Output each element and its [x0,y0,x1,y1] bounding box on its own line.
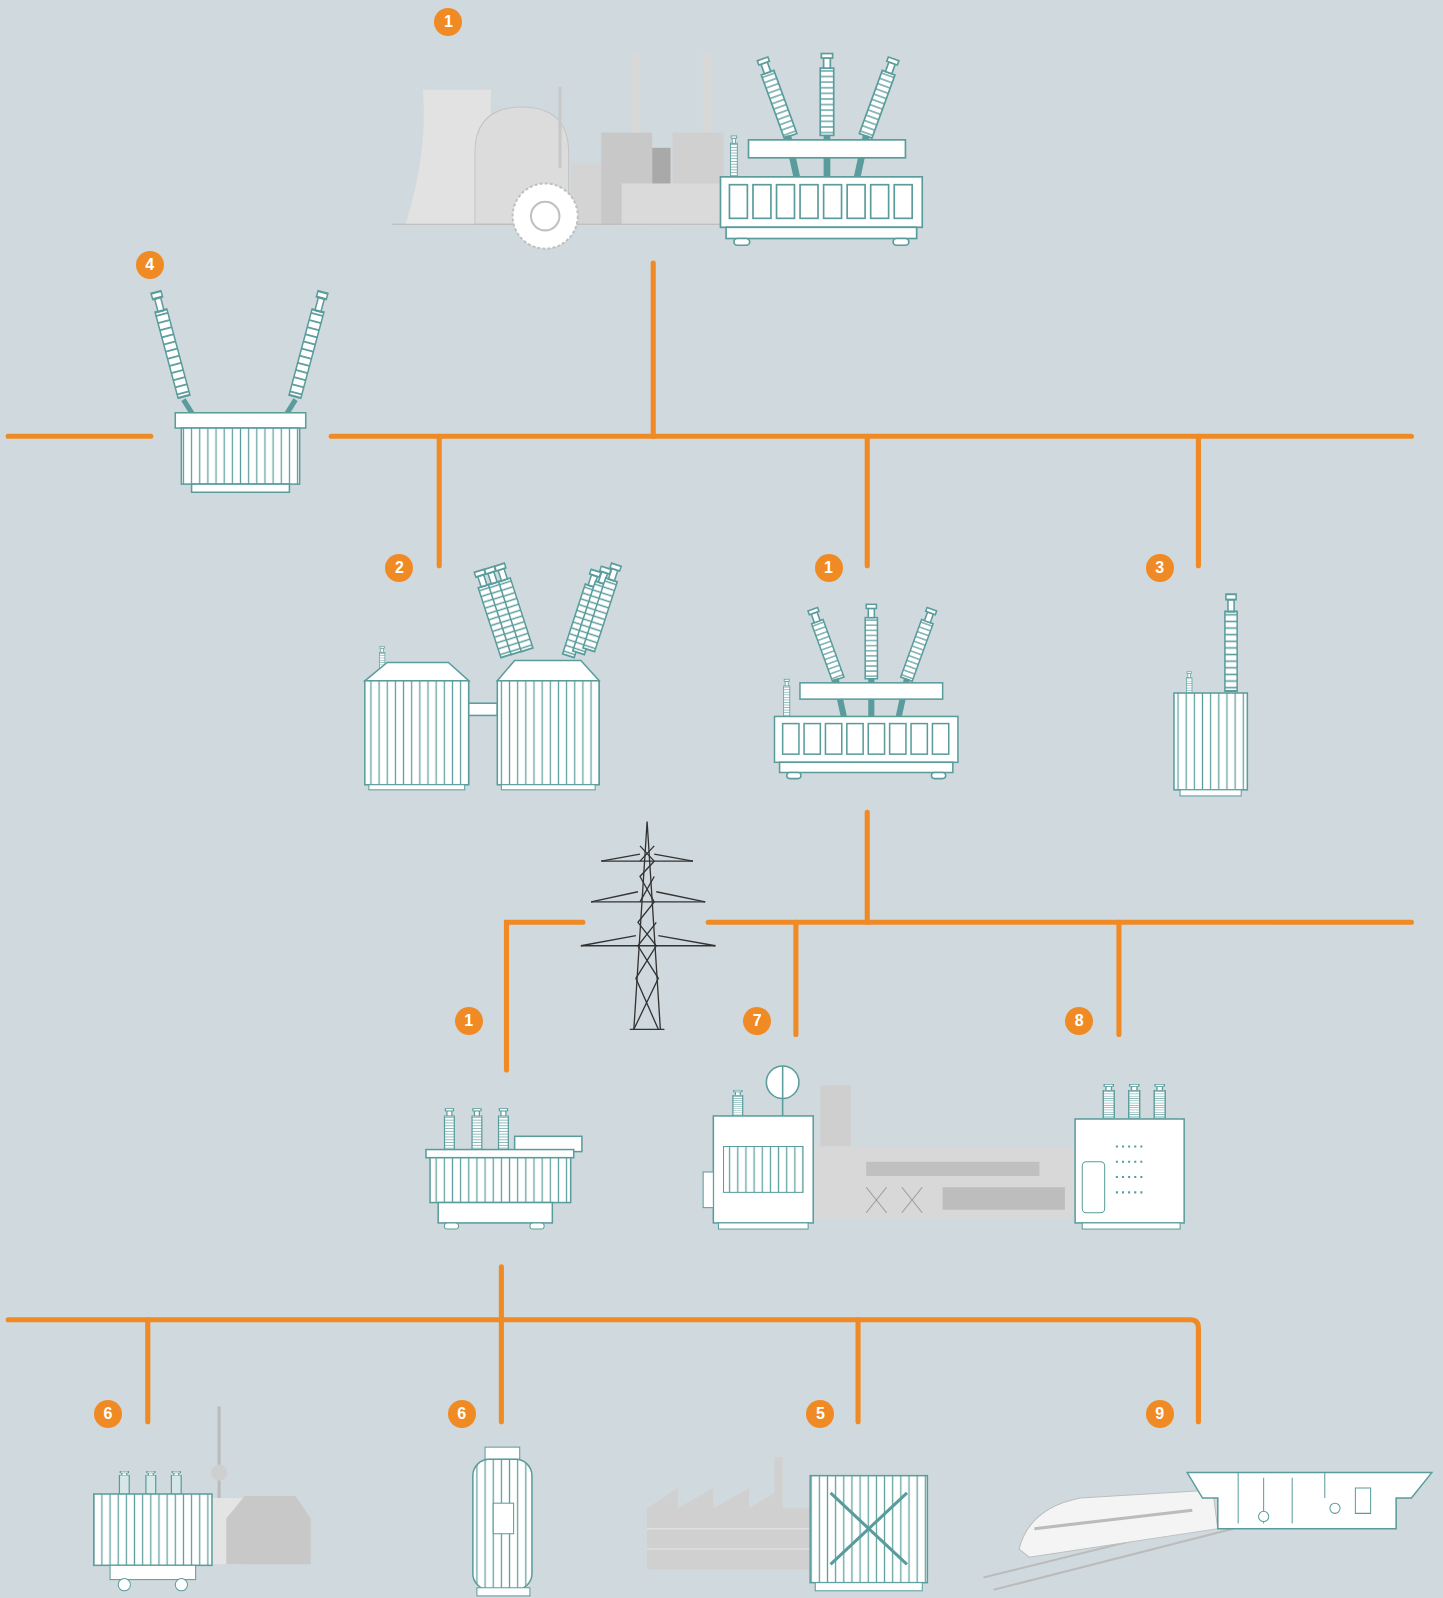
pole-transformer [473,1447,532,1596]
chimney [703,51,711,133]
grid-transformer [774,604,957,778]
callout-number: 6 [94,1400,122,1428]
chimney [632,51,640,133]
callout-number: 8 [1065,1007,1093,1035]
callout-number: 7 [743,1007,771,1035]
turbine-wheel [513,183,578,248]
plant-floor [815,1147,1075,1218]
machine [943,1187,1065,1209]
callout-number: 2 [385,554,413,582]
building [652,148,670,189]
twin-tank-transformer [365,563,622,790]
duct [820,1085,851,1146]
callout-number: 1 [434,8,462,36]
turbine-hub [531,202,560,231]
callout-number: 1 [815,554,843,582]
shunt-reactor [1174,594,1247,796]
callout-number: 3 [1146,554,1174,582]
industry-transformer [647,1457,927,1590]
callout-number: 6 [448,1400,476,1428]
callout-number: 9 [1146,1400,1174,1428]
duct [866,1162,1039,1176]
building [622,183,724,224]
callout-number: 5 [806,1400,834,1428]
distribution-transformer [426,1109,582,1229]
city-transformer [94,1406,311,1590]
phase-shifter [150,291,329,493]
power-plant [392,51,922,249]
callout-number: 1 [455,1007,483,1035]
industrial-transformers [703,1066,1184,1229]
mast [558,87,561,169]
traction-transformer [983,1473,1431,1590]
callout-number: 4 [136,251,164,279]
grid-lines [8,263,1411,1422]
generator-transformer [720,54,922,246]
transmission-pylon [581,821,716,1029]
